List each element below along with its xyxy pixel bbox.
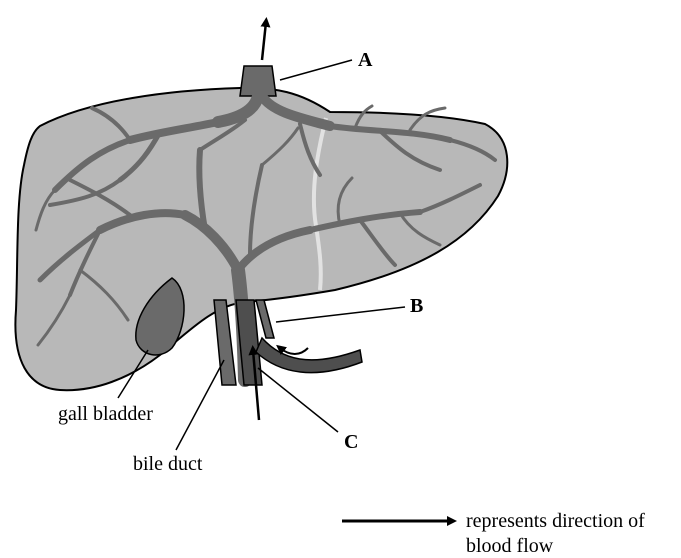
leader-a <box>280 60 352 80</box>
leader-b <box>276 307 405 322</box>
label-c: C <box>344 431 358 453</box>
leader-bile-duct <box>176 360 224 450</box>
label-bile-duct: bile duct <box>133 453 203 475</box>
label-a: A <box>358 49 373 71</box>
hepatic-artery-vessel <box>256 300 274 338</box>
legend-text-line2: blood flow <box>466 535 554 557</box>
legend: represents direction of blood flow <box>342 510 645 557</box>
hepatic-artery-branch <box>256 338 362 373</box>
label-b: B <box>410 295 423 317</box>
label-gall-bladder: gall bladder <box>58 403 153 425</box>
leader-c <box>258 368 338 432</box>
arrow-out-hepatic-vein <box>262 22 266 60</box>
legend-text-line1: represents direction of <box>466 510 645 532</box>
arrow-in-hepatic-artery <box>280 348 308 354</box>
